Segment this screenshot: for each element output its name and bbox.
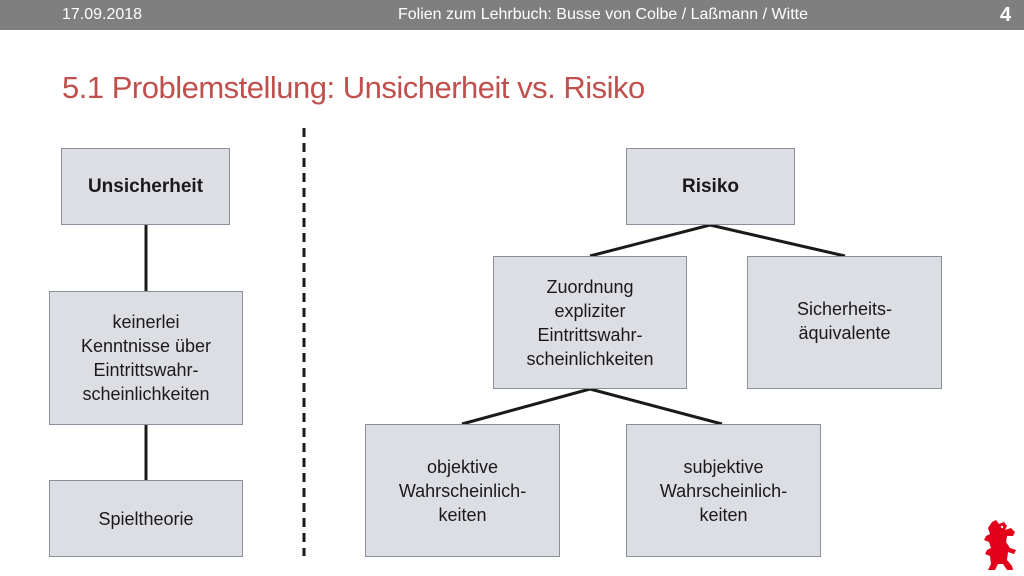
box-risiko: Risiko [626, 148, 795, 225]
box-spieltheorie: Spieltheorie [49, 480, 243, 557]
page-number: 4 [1000, 4, 1012, 26]
connector-zuordnung-objektiv [461, 387, 591, 426]
box-objektive-wahrscheinlichkeiten: objektive Wahrscheinlich- keiten [365, 424, 560, 557]
slide-date: 17.09.2018 [62, 6, 143, 23]
box-unsicherheit: Unsicherheit [61, 148, 230, 225]
slide-header-bar: 17.09.2018 Folien zum Lehrbuch: Busse vo… [0, 0, 1024, 30]
box-zuordnung: Zuordnung expliziter Eintrittswahr- sche… [493, 256, 687, 389]
connector-zuordnung-subjektiv [589, 387, 723, 426]
connector-risiko-sicherheit [709, 223, 846, 258]
connector-risiko-zuordnung [589, 223, 711, 258]
slide-footer-text: Folien zum Lehrbuch: Busse von Colbe / L… [398, 6, 808, 23]
box-keinerlei-kenntnisse: keinerlei Kenntnisse über Eintrittswahr-… [49, 291, 243, 425]
bear-icon [984, 520, 1016, 570]
box-subjektive-wahrscheinlichkeiten: subjektive Wahrscheinlich- keiten [626, 424, 821, 557]
box-sicherheitsaequivalente: Sicherheits- äquivalente [747, 256, 942, 389]
slide-title: 5.1 Problemstellung: Unsicherheit vs. Ri… [62, 70, 645, 105]
